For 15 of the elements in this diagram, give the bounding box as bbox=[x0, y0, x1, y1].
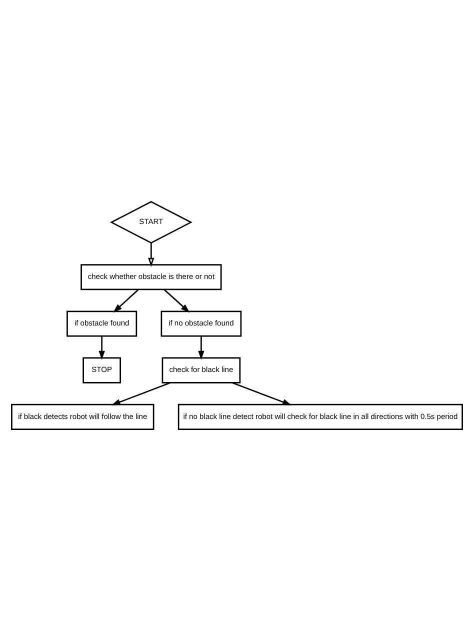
node-box: check for black line bbox=[162, 357, 241, 384]
arrow bbox=[164, 289, 190, 313]
node-box: check whether obstacle is there or not bbox=[80, 264, 222, 290]
arrow bbox=[113, 289, 139, 313]
node-box: if obstacle found bbox=[66, 310, 138, 337]
node-diamond: START bbox=[110, 200, 192, 244]
node-box: STOP bbox=[82, 357, 122, 384]
node-box: if no black line detect robot will check for black line in all directions with 0.5s period bbox=[178, 404, 463, 430]
arrow bbox=[111, 382, 171, 406]
node-box: if no obstacle found bbox=[160, 310, 242, 337]
arrow bbox=[98, 336, 105, 360]
arrow bbox=[148, 242, 154, 267]
node-box: if black detects robot will follow the line bbox=[11, 404, 154, 430]
arrow bbox=[198, 336, 204, 360]
arrow bbox=[232, 382, 292, 406]
